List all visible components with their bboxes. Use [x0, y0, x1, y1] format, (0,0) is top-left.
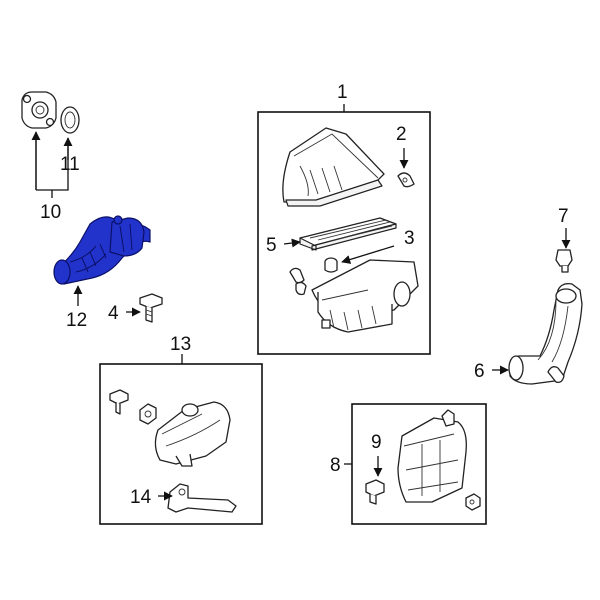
- bracket-part: [167, 483, 237, 513]
- callout-13: 13: [170, 334, 191, 355]
- air-cleaner-cover-part: [282, 127, 385, 207]
- callout-8: 8: [330, 455, 341, 476]
- bolt-part: [139, 293, 163, 323]
- callout-5: 5: [266, 235, 277, 256]
- vacuum-fitting-part: [555, 249, 573, 273]
- callout-11: 11: [60, 154, 80, 175]
- callout-4: 4: [108, 303, 119, 324]
- gasket-part: [60, 106, 80, 134]
- throttle-adapter-part: [21, 91, 57, 129]
- grommet-part: [324, 257, 338, 273]
- callout-3: 3: [404, 228, 415, 249]
- callout-10: 10: [40, 202, 61, 223]
- air-duct-part: [508, 282, 583, 385]
- air-filter-element-part: [299, 217, 397, 251]
- callout-2: 2: [396, 124, 407, 145]
- screw-part-box13: [109, 389, 129, 415]
- callout-9: 9: [371, 432, 382, 453]
- callout-12: 12: [66, 310, 87, 331]
- pin-part: [365, 479, 385, 505]
- callout-14: 14: [130, 487, 152, 508]
- clip-part: [397, 172, 415, 188]
- resonator-part: [154, 401, 231, 467]
- resonator-box-part: [397, 409, 467, 503]
- callout-1: 1: [337, 82, 348, 103]
- callout-7: 7: [558, 206, 569, 227]
- assembly-box-13: [99, 363, 263, 525]
- clip-part-box8: [465, 493, 481, 511]
- air-cleaner-lower-case-part: [289, 259, 419, 333]
- air-intake-hose-highlighted[interactable]: [53, 215, 151, 285]
- callout-6: 6: [474, 361, 485, 382]
- nut-part-box13: [139, 403, 157, 425]
